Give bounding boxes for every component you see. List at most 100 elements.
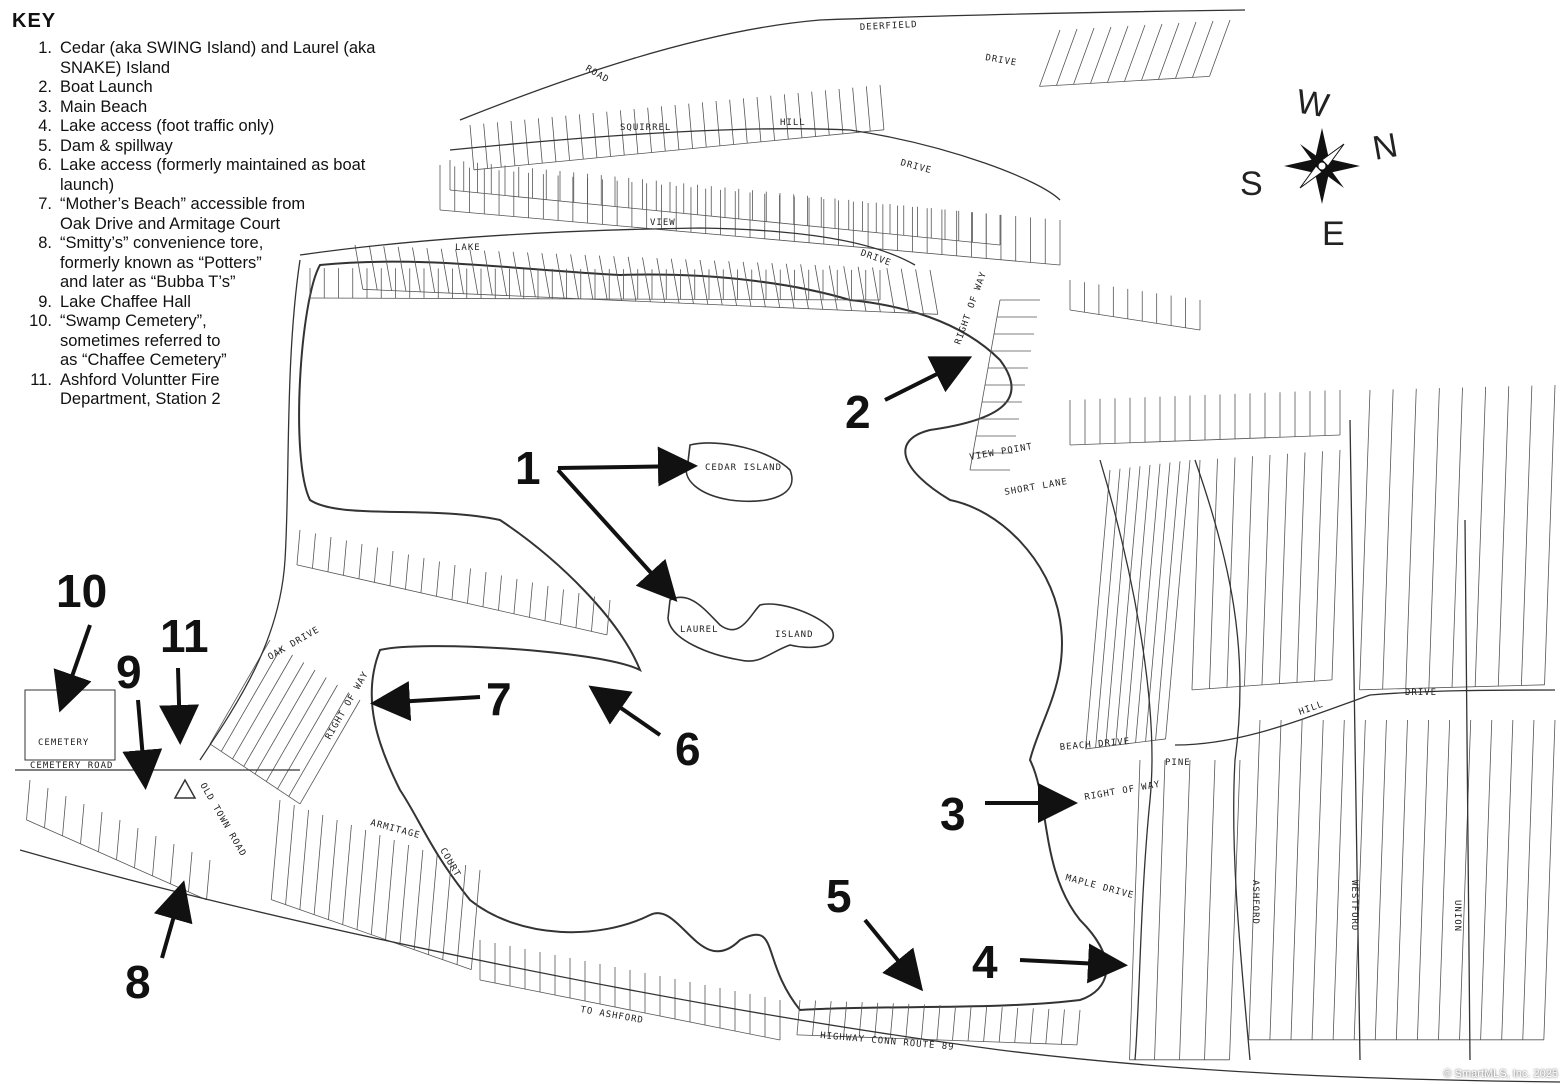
key-item-number: 2. xyxy=(38,78,52,96)
lot-line xyxy=(436,561,440,597)
marker-11: 11 xyxy=(160,610,209,662)
lot-line xyxy=(1179,759,1191,1060)
lot-line xyxy=(1165,459,1191,739)
lot-line xyxy=(270,799,281,900)
lot-back-line xyxy=(1069,434,1341,446)
lot-line xyxy=(413,849,424,950)
lot-back-line xyxy=(439,209,1061,266)
key-item-number: 5. xyxy=(38,136,52,155)
key-item: 9.Lake Chaffee Hall xyxy=(12,293,432,313)
lot-line xyxy=(482,571,487,607)
lot-strip xyxy=(354,244,939,315)
key-item-number: 4. xyxy=(38,117,52,135)
lot-line xyxy=(1115,466,1141,746)
street-hill: HILL xyxy=(780,118,806,128)
lot-line xyxy=(1543,719,1556,1040)
street-ashford: ASHFORD xyxy=(1250,880,1260,925)
marker-1: 1 xyxy=(515,442,541,494)
lot-line xyxy=(1359,389,1371,690)
marker-4: 4 xyxy=(972,936,998,988)
lot-line xyxy=(1154,759,1166,1060)
laurel-island-label-2: ISLAND xyxy=(775,630,814,640)
lot-line xyxy=(80,803,85,844)
lot-back-line xyxy=(296,564,608,636)
key-item-number: 1. xyxy=(38,39,52,57)
lot-line xyxy=(796,999,801,1035)
right-of-way-oak: RIGHT OF WAY xyxy=(324,670,371,742)
lot-back-line xyxy=(796,1034,1077,1046)
lot-line xyxy=(1311,719,1324,1040)
lot-line xyxy=(1290,719,1303,1040)
arrow-8 xyxy=(153,880,193,959)
lot-line xyxy=(570,254,579,299)
lot-line xyxy=(405,554,409,590)
lot-line xyxy=(879,84,885,130)
street-old-town-road: OLD TOWN ROAD xyxy=(197,782,247,859)
marker-7: 7 xyxy=(486,673,512,725)
lot-line xyxy=(1145,462,1171,742)
lot-strip xyxy=(1359,384,1556,691)
lake-drive-road xyxy=(1099,459,1153,1061)
lot-line xyxy=(232,654,293,760)
lot-line xyxy=(936,1004,941,1040)
lot-line xyxy=(565,115,570,161)
lot-strip xyxy=(439,165,1061,266)
lot-line xyxy=(1192,20,1214,78)
old-town-road xyxy=(199,259,301,761)
ashford-drive-road xyxy=(1194,459,1251,1061)
lot-line xyxy=(872,267,881,312)
key-item-text: Boat Launch xyxy=(60,78,153,96)
lot-back-line xyxy=(309,297,881,301)
lot-line xyxy=(783,94,789,140)
key-item-text: “Swamp Cemetery”, sometimes referred to … xyxy=(60,312,227,369)
lot-line xyxy=(265,677,327,782)
lot-line xyxy=(1332,719,1345,1040)
lot-line xyxy=(770,95,775,141)
lot-line xyxy=(299,699,361,805)
lot-line xyxy=(1405,388,1417,689)
lot-line xyxy=(1279,453,1288,684)
street-cemetery-road: CEMETERY ROAD xyxy=(30,761,113,771)
lot-line xyxy=(170,843,175,884)
deerfield-drive-road xyxy=(459,9,1246,121)
lot-line xyxy=(674,104,680,150)
lot-line xyxy=(811,91,816,137)
key-item: 7.“Mother’s Beach” accessible from Oak D… xyxy=(12,195,432,234)
lot-line xyxy=(998,1007,1003,1043)
lot-line xyxy=(1090,26,1112,84)
lot-strip xyxy=(296,529,611,636)
lot-line xyxy=(1141,23,1163,81)
lot-line xyxy=(1060,1009,1065,1045)
lot-line xyxy=(838,88,844,134)
street-deerfield-drive: DRIVE xyxy=(984,53,1017,68)
street-oak-drive: OAK DRIVE xyxy=(267,625,322,663)
key-item-text: Lake access (formerly maintained as boat… xyxy=(60,156,366,194)
lot-line xyxy=(900,268,910,314)
lot-line xyxy=(613,256,622,301)
lot-line xyxy=(370,834,381,935)
cedar-island-label: CEDAR ISLAND xyxy=(705,463,782,473)
key-item: 6.Lake access (formerly maintained as bo… xyxy=(12,156,432,195)
lot-line xyxy=(1296,452,1306,683)
key-item-number: 11. xyxy=(30,370,52,389)
lot-line xyxy=(865,86,871,132)
key-title: KEY xyxy=(12,10,57,32)
lot-line xyxy=(470,869,481,970)
lot-line xyxy=(385,839,395,940)
lot-line xyxy=(660,106,666,152)
street-pine: PINE xyxy=(1165,758,1191,768)
lot-line xyxy=(469,249,479,295)
marker-3: 3 xyxy=(940,788,966,840)
lot-line xyxy=(1158,22,1180,80)
lot-back-line xyxy=(473,129,884,171)
lot-line xyxy=(358,543,363,579)
lot-line xyxy=(1107,25,1129,83)
lot-line xyxy=(1155,461,1181,741)
lot-line xyxy=(824,90,830,136)
lot-back-line xyxy=(969,299,1001,471)
lot-line xyxy=(1014,1007,1019,1043)
key-item: 8.“Smitty’s” convenience tore, formerly … xyxy=(12,234,432,293)
lot-line xyxy=(1124,24,1146,82)
lot-line xyxy=(742,261,752,307)
lot-line xyxy=(578,114,584,160)
